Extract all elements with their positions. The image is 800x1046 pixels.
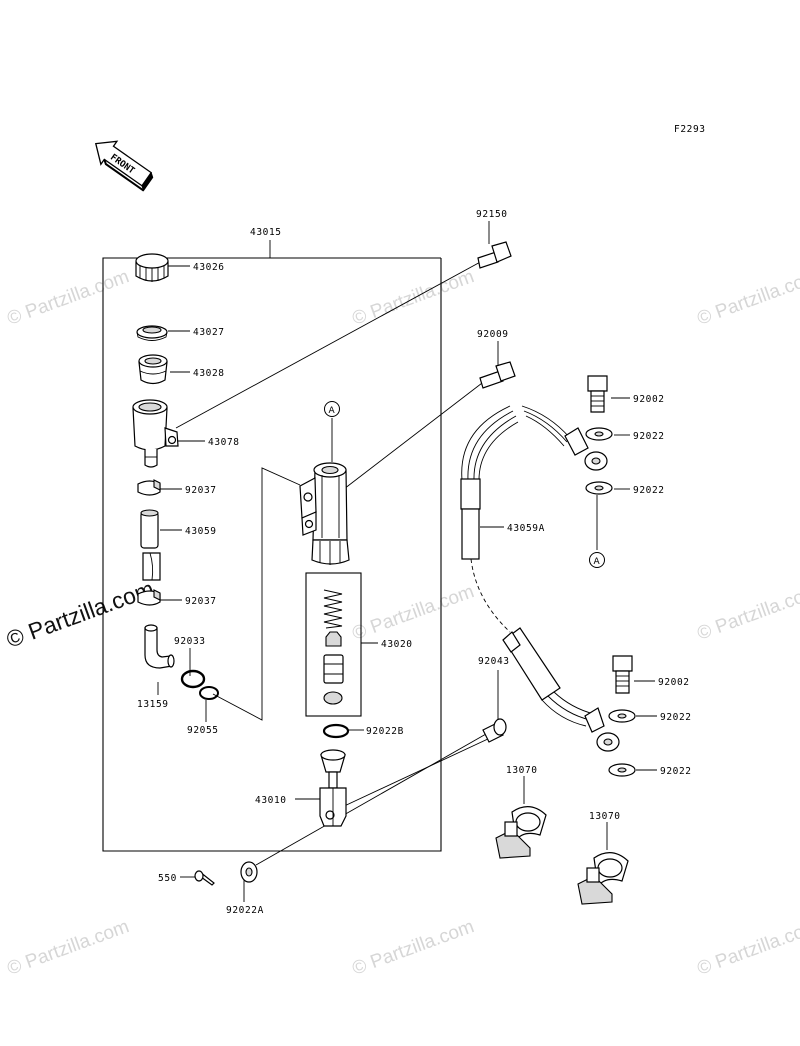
elbow-fitting [144,624,175,669]
callout-43010: 43010 [255,795,287,806]
cap-plate [136,325,168,341]
callout-92022-2: 92022 [633,485,665,496]
callout-92022-4: 92022 [660,766,692,777]
callout-43078: 43078 [208,437,240,448]
callout-92037-upper: 92037 [185,485,217,496]
circlip [322,723,350,739]
callout-92043: 92043 [478,656,510,667]
washer-lower-2 [608,763,636,777]
svg-text:A: A [594,557,601,567]
callout-43028: 43028 [193,368,225,379]
o-ring [199,686,219,700]
callout-92002-upper: 92002 [633,394,665,405]
figure-code: F2293 [674,124,706,135]
piston-kit-box [305,572,362,717]
watermark: © Partzilla.com [5,266,132,330]
watermark: © Partzilla.com [350,266,477,330]
callout-92022-3: 92022 [660,712,692,723]
hose-clamp-left [495,806,547,859]
watermark: © Partzilla.com [695,581,800,645]
callout-92022A: 92022A [226,905,264,916]
reservoir-bolt [477,241,512,269]
hose-bend [142,552,161,581]
leader-lines [157,221,657,902]
reference-marker-a-upper: A [324,401,340,417]
washer-upper-2 [585,481,613,495]
master-cylinder-body [299,462,350,565]
hose-clamp-upper [137,479,161,496]
hose-clamp-right [577,852,629,905]
callout-92022B: 92022B [366,726,404,737]
primary-cup [325,631,342,647]
brake-hose [460,405,620,752]
watermark: © Partzilla.com [350,581,477,645]
banjo-bolt-lower [612,655,633,694]
washer-pin [240,861,258,883]
callout-550: 550 [158,873,177,884]
washer-lower-1 [608,709,636,723]
front-arrow-icon: FRONT [94,140,154,192]
hose-clamp-lower [137,589,161,606]
callout-43059A: 43059A [507,523,545,534]
washer-upper-1 [585,427,613,441]
clevis-pin [482,718,507,743]
reservoir [132,399,179,468]
callout-92022-1: 92022 [633,431,665,442]
secondary-cup [323,691,343,705]
assembly-box: 43015 [102,227,442,852]
mounting-bolt [479,361,516,389]
callout-13159: 13159 [137,699,169,710]
callout-labels: 92150 43026 43027 43028 43078 92037 4305… [137,209,692,916]
callout-92009: 92009 [477,329,509,340]
callout-43020: 43020 [381,639,413,650]
callout-92002-lower: 92002 [658,677,690,688]
callout-43059: 43059 [185,526,217,537]
watermark: © Partzilla.com [5,916,132,980]
banjo-bolt-upper [587,375,608,413]
callout-13070-left: 13070 [506,765,538,776]
reference-marker-a-lower: A [589,552,605,568]
reservoir-cap [135,253,169,282]
callout-43015: 43015 [250,227,282,238]
watermark-layer: © Partzilla.com © Partzilla.com © Partzi… [3,266,800,980]
push-rod [319,749,347,827]
callout-13070-right: 13070 [589,811,621,822]
callout-43027: 43027 [193,327,225,338]
diaphragm [138,354,168,385]
piston [323,654,344,684]
callout-43026: 43026 [193,262,225,273]
watermark: © Partzilla.com [695,916,800,980]
callout-92150: 92150 [476,209,508,220]
callout-92055: 92055 [187,725,219,736]
callout-92037-lower: 92037 [185,596,217,607]
watermark-prominent: © Partzilla.com [3,575,158,652]
reservoir-hose [140,509,159,549]
watermark: © Partzilla.com [695,266,800,330]
svg-text:A: A [329,406,336,416]
cotter-pin [194,870,215,886]
snap-ring [180,669,206,689]
spring [323,589,343,629]
callout-92033: 92033 [174,636,206,647]
watermark: © Partzilla.com [350,916,477,980]
